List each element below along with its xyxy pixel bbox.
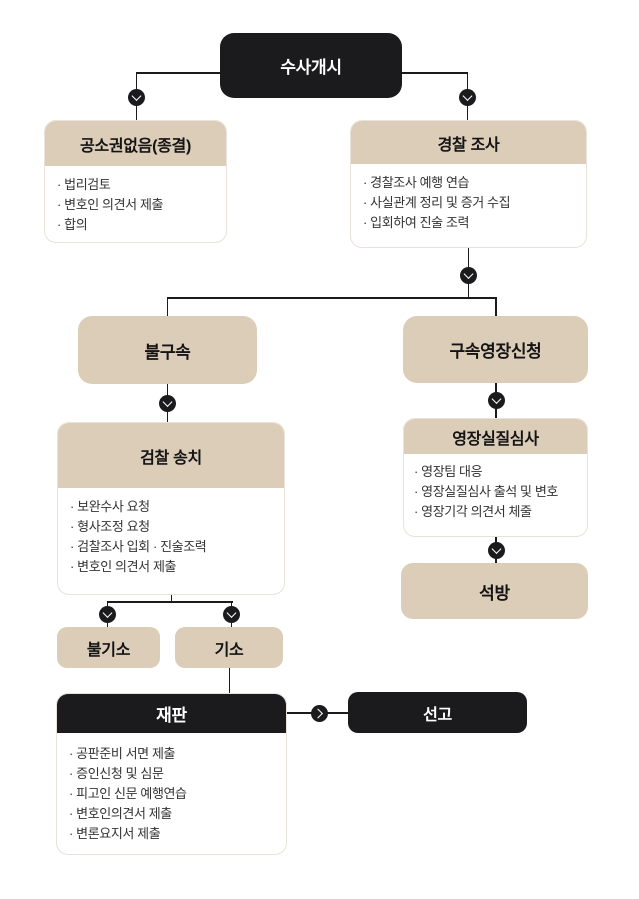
connector-line: [228, 668, 230, 693]
bullet-item: 사실관계 정리 및 증거 수집: [363, 193, 574, 213]
bullet-item: 형사조정 요청: [70, 517, 272, 537]
bullet-item: 변호인 의견서 제출: [70, 557, 272, 577]
node-release: 석방: [401, 563, 588, 619]
bullet-item: 피고인 신문 예행연습: [69, 784, 274, 804]
chevron-down-icon: [158, 394, 176, 412]
bullet-item: 보완수사 요청: [70, 497, 272, 517]
bullet-item: 합의: [57, 215, 214, 235]
chevron-right-icon: [310, 704, 328, 722]
chevron-down-icon: [98, 605, 116, 623]
bullet-item: 변호인 의견서 제출: [57, 195, 214, 215]
chevron-down-icon: [459, 266, 477, 284]
bullet-item: 법리검토: [57, 175, 214, 195]
node-title: 경찰 조사: [351, 121, 586, 164]
node-non-indictment: 불기소: [57, 627, 160, 668]
connector-line: [106, 601, 233, 603]
node-title: 검찰 송치: [58, 423, 284, 488]
chevron-down-icon: [487, 541, 505, 559]
node-label: 수사개시: [280, 58, 342, 77]
connector-line: [136, 72, 220, 74]
bullet-list: 영장팀 대응 영장실질심사 출석 및 변호 영장기각 의견서 체줄: [404, 454, 587, 530]
connector-line: [166, 297, 168, 318]
bullet-item: 변호인의견서 제출: [69, 804, 274, 824]
node-title: 재판: [57, 694, 286, 733]
chevron-down-icon: [487, 391, 505, 409]
node-sentencing: 선고: [348, 692, 527, 733]
bullet-item: 공판준비 서면 제출: [69, 744, 274, 764]
bullet-item: 증인신청 및 심문: [69, 764, 274, 784]
bullet-item: 경찰조사 예행 연습: [363, 173, 574, 193]
node-title: 공소권없음(종결): [45, 121, 226, 166]
node-warrant-review: 영장실질심사 영장팀 대응 영장실질심사 출석 및 변호 영장기각 의견서 체줄: [403, 418, 588, 537]
node-police-investigation: 경찰 조사 경찰조사 예행 연습 사실관계 정리 및 증거 수집 입회하여 진술…: [350, 120, 587, 248]
node-label: 불기소: [86, 641, 131, 659]
bullet-item: 검찰조사 입회 · 진술조력: [70, 537, 272, 557]
node-no-prosecution: 공소권없음(종결) 법리검토 변호인 의견서 제출 합의: [44, 120, 227, 243]
node-trial: 재판 공판준비 서면 제출 증인신청 및 심문 피고인 신문 예행연습 변호인의…: [56, 693, 287, 855]
bullet-item: 입회하여 진술 조력: [363, 213, 574, 233]
chevron-down-icon: [458, 88, 476, 106]
node-label: 기소: [214, 641, 244, 659]
bullet-list: 법리검토 변호인 의견서 제출 합의: [45, 166, 226, 242]
node-no-detention: 불구속: [78, 316, 257, 384]
bullet-item: 영장팀 대응: [414, 462, 577, 482]
node-title: 영장실질심사: [404, 419, 587, 454]
chevron-down-icon: [222, 605, 240, 623]
bullet-list: 경찰조사 예행 연습 사실관계 정리 및 증거 수집 입회하여 진술 조력: [351, 164, 586, 242]
node-indictment: 기소: [175, 627, 283, 668]
node-label: 구속영장신청: [449, 342, 542, 361]
node-arrest-warrant-request: 구속영장신청: [403, 316, 588, 383]
connector-line: [495, 297, 497, 318]
node-label: 석방: [479, 583, 510, 603]
node-label: 선고: [423, 706, 452, 724]
node-label: 불구속: [144, 342, 191, 362]
connector-line: [170, 595, 172, 602]
connector-line: [398, 72, 467, 74]
chevron-down-icon: [127, 88, 145, 106]
connector-line: [166, 297, 497, 299]
node-investigation-start: 수사개시: [220, 33, 402, 98]
bullet-list: 보완수사 요청 형사조정 요청 검찰조사 입회 · 진술조력 변호인 의견서 제…: [58, 488, 284, 586]
bullet-item: 영장기각 의견서 체줄: [414, 502, 577, 522]
bullet-list: 공판준비 서면 제출 증인신청 및 심문 피고인 신문 예행연습 변호인의견서 …: [57, 733, 286, 854]
node-prosecution-referral: 검찰 송치 보완수사 요청 형사조정 요청 검찰조사 입회 · 진술조력 변호인…: [57, 422, 285, 595]
bullet-item: 변론요지서 제출: [69, 824, 274, 844]
bullet-item: 영장실질심사 출석 및 변호: [414, 482, 577, 502]
